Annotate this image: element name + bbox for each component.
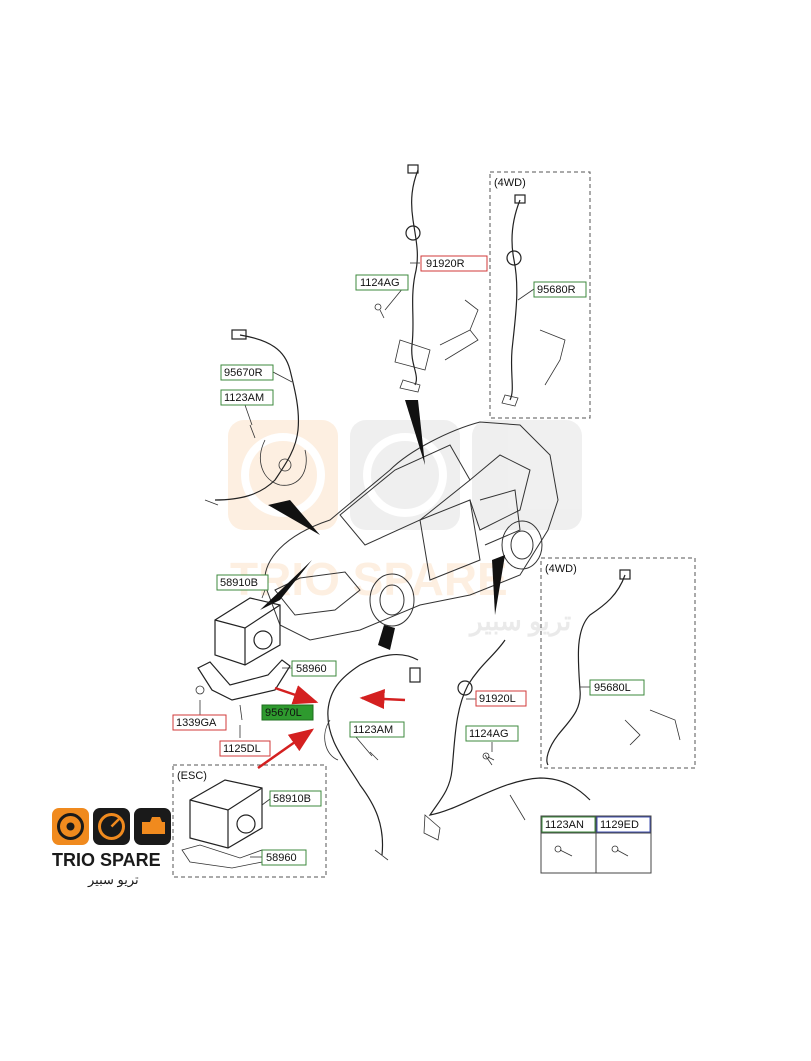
part-label-95670r[interactable]: 95670R bbox=[220, 364, 274, 381]
part-label-1123am-left[interactable]: 1123AM bbox=[220, 389, 274, 406]
svg-text:58910B: 58910B bbox=[220, 577, 258, 589]
svg-text:95680R: 95680R bbox=[537, 284, 576, 296]
abs-module bbox=[214, 597, 281, 666]
group-box-rear-4wd bbox=[489, 171, 591, 419]
logo-arabic: تريو سبير bbox=[87, 872, 139, 888]
red-arrows bbox=[257, 685, 406, 770]
part-label-95680l[interactable]: 95680L bbox=[589, 679, 645, 696]
cable-95670r bbox=[204, 329, 307, 506]
svg-text:58910B: 58910B bbox=[273, 793, 311, 805]
part-label-58960[interactable]: 58960 bbox=[291, 660, 337, 677]
part-label-1123am-mid[interactable]: 1123AM bbox=[349, 721, 405, 738]
watermark-brand: TRIO SPARE bbox=[230, 553, 508, 605]
part-label-58910b-esc[interactable]: 58910B bbox=[269, 790, 322, 807]
bracket-58960 bbox=[195, 659, 291, 721]
cable-95680r bbox=[501, 194, 566, 407]
svg-text:1124AG: 1124AG bbox=[360, 277, 400, 289]
group-box-front-4wd bbox=[540, 557, 696, 769]
group-label-rear-4wd: (4WD) bbox=[494, 177, 526, 189]
part-label-58960-esc[interactable]: 58960 bbox=[261, 849, 307, 866]
svg-text:58960: 58960 bbox=[296, 663, 327, 675]
svg-text:95670R: 95670R bbox=[224, 367, 263, 379]
group-label-esc: (ESC) bbox=[177, 770, 207, 782]
esc-module bbox=[181, 779, 263, 869]
part-label-95670l[interactable]: 95670L bbox=[261, 704, 314, 721]
part-label-91920r[interactable]: 91920R bbox=[420, 255, 488, 272]
pointer-wedges bbox=[260, 400, 505, 650]
part-label-1124ag-top[interactable]: 1124AG bbox=[355, 274, 409, 291]
part-label-1125dl[interactable]: 1125DL bbox=[219, 740, 271, 757]
arrow-1 bbox=[274, 685, 319, 705]
svg-text:95670L: 95670L bbox=[265, 707, 302, 719]
svg-text:1123AN: 1123AN bbox=[545, 819, 584, 831]
cable-91920l bbox=[423, 639, 591, 841]
svg-text:58960: 58960 bbox=[266, 852, 297, 864]
part-label-1339ga[interactable]: 1339GA bbox=[172, 714, 227, 731]
arrow-2 bbox=[359, 689, 406, 710]
svg-text:95680L: 95680L bbox=[594, 682, 631, 694]
part-label-1123an[interactable]: 1123AN bbox=[541, 816, 596, 833]
watermark-arabic: تريو سبير bbox=[468, 606, 571, 637]
group-label-front-4wd: (4WD) bbox=[545, 563, 577, 575]
svg-text:91920R: 91920R bbox=[426, 258, 465, 270]
part-label-1129ed[interactable]: 1129ED bbox=[596, 816, 651, 833]
bolts bbox=[374, 303, 629, 857]
svg-text:1124AG: 1124AG bbox=[469, 728, 509, 740]
cable-95680l bbox=[546, 569, 681, 766]
svg-text:1123AM: 1123AM bbox=[353, 724, 393, 736]
cable-91920r bbox=[394, 164, 479, 393]
svg-text:1129ED: 1129ED bbox=[600, 819, 639, 831]
trio-spare-logo: TRIO SPARE تريو سبير bbox=[52, 808, 171, 888]
part-label-91920l[interactable]: 91920L bbox=[475, 690, 527, 707]
part-label-95680r[interactable]: 95680R bbox=[533, 281, 587, 298]
watermark: TRIO SPARE تريو سبير bbox=[228, 420, 582, 637]
vehicle-outline bbox=[264, 421, 559, 641]
arrow-3 bbox=[257, 728, 315, 770]
part-label-58910b[interactable]: 58910B bbox=[216, 574, 269, 591]
svg-text:1123AM: 1123AM bbox=[224, 392, 264, 404]
svg-text:91920L: 91920L bbox=[479, 693, 516, 705]
logo-brand: TRIO SPARE bbox=[52, 850, 161, 870]
cable-95670l bbox=[324, 653, 421, 861]
part-label-1124ag-bot[interactable]: 1124AG bbox=[465, 725, 519, 742]
small-parts-table: 1123AN 1129ED bbox=[540, 815, 652, 874]
svg-text:1339GA: 1339GA bbox=[176, 717, 217, 729]
svg-text:1125DL: 1125DL bbox=[223, 743, 261, 755]
